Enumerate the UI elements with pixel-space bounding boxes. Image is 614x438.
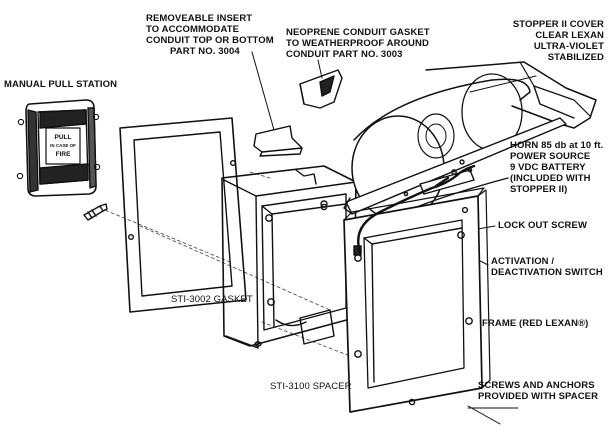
gasket [119,117,247,313]
screws-anchors-label: SCREWS AND ANCHORS PROVIDED WITH SPACER [478,380,598,402]
fire-label: FIRE [56,151,71,158]
in-case-of-label: IN CASE OF [50,143,76,148]
screws-anchors-line-2: PROVIDED WITH SPACER [478,391,599,402]
removeable-insert-line-2: TO ACCOMMODATE [146,24,240,35]
neoprene-gasket-line-2: TO WEATHERPROOF AROUND [286,38,429,49]
removeable-insert-line-3: CONDUIT TOP OR BOTTOM [146,35,274,46]
stopper-cover-line-4: STABILIZED [547,52,604,63]
anchor-screw [83,203,108,221]
stopper-cover-line-3: ULTRA-VIOLET [533,41,604,52]
horn-label: HORN 85 db at 10 ft. POWER SOURCE 9 VDC … [510,140,603,195]
stopper-cover-line-2: CLEAR LEXAN [535,30,604,41]
stopper-cover-label: STOPPER II COVER CLEAR LEXAN ULTRA-VIOLE… [513,19,604,63]
lock-out-screw [451,169,457,175]
neoprene-gasket-line-3: CONDUIT PART NO. 3003 [286,49,403,60]
spacer-screw [320,200,328,208]
horn-line-5: STOPPER II) [510,184,568,195]
activation-switch-label: ACTIVATION / DEACTIVATION SWITCH [491,256,603,278]
neoprene-gasket [299,69,343,109]
screws-anchors-line-1: SCREWS AND ANCHORS [478,380,595,391]
activation-switch-line-2: DEACTIVATION SWITCH [491,267,603,278]
spacer-label: STI-3100 SPACER [270,381,352,392]
neoprene-gasket-line-1: NEOPRENE CONDUIT GASKET [286,27,430,38]
neoprene-gasket-label: NEOPRENE CONDUIT GASKET TO WEATHERPROOF … [286,27,430,60]
manual-pull-station: PULL IN CASE OF FIRE [25,99,97,197]
pull-label: PULL [55,134,72,141]
removeable-insert [253,125,303,157]
pull-station-screw-holes [16,113,101,180]
horn-line-3: 9 VDC BATTERY [510,162,586,173]
assembly-guide-lines [99,171,351,357]
horn-line-2: POWER SOURCE [510,151,591,162]
lock-out-screw-label: LOCK OUT SCREW [498,220,588,231]
removeable-insert-label: REMOVEABLE INSERT TO ACCOMMODATE CONDUIT… [146,13,274,57]
wire-end [434,176,450,188]
manual-pull-station-label: MANUAL PULL STATION [4,79,118,90]
horn-line-1: HORN 85 db at 10 ft. [510,140,604,151]
removeable-insert-line-4: PART NO. 3004 [170,46,240,57]
gasket-label: STI-3002 GASKET [171,294,253,305]
horn-line-4: (INCLUDED WITH [510,173,591,184]
activation-switch-line-1: ACTIVATION / [491,256,555,267]
activation-wire [357,164,476,254]
stopper-cover-line-1: STOPPER II COVER [512,19,604,30]
frame-label: FRAME (RED LEXAN®) [482,318,589,329]
removeable-insert-line-1: REMOVEABLE INSERT [146,13,253,24]
